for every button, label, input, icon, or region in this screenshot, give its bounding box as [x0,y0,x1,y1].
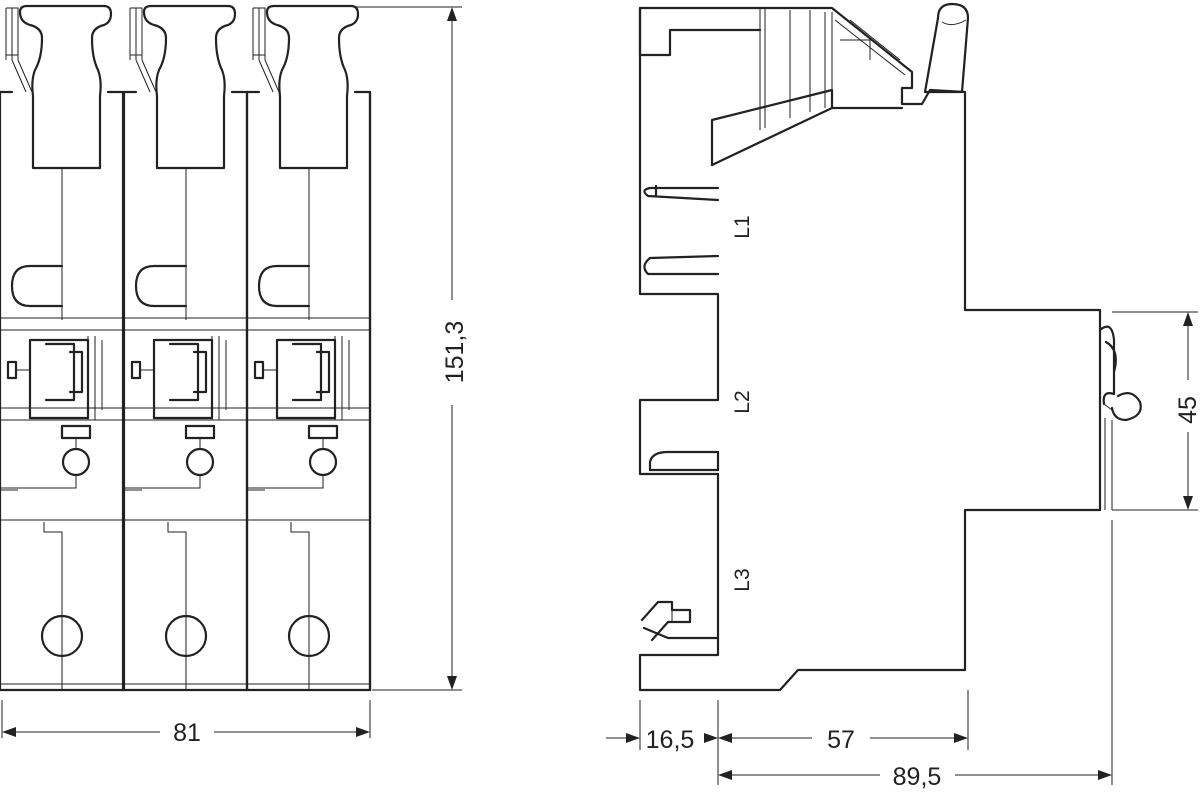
side-dimensions: 16,5 57 89,5 45 [606,311,1200,791]
offset-dim-label: 16,5 [646,726,695,754]
height-dim-label: 151,3 [441,321,469,384]
side-view: L1 L2 L3 [638,2,1142,692]
terminal-label-l3: L3 [731,568,754,591]
rail-height-dim-label: 45 [1174,396,1200,424]
front-view [0,4,372,692]
terminal-label-l2: L2 [731,390,754,413]
total-depth-dim-label: 89,5 [893,763,942,791]
height-dimension: 151,3 [355,6,469,691]
width-dimension: 81 [1,700,371,747]
terminal-label-l1: L1 [731,215,754,238]
depth-dim-label: 57 [827,726,855,754]
width-dim-label: 81 [173,719,201,747]
